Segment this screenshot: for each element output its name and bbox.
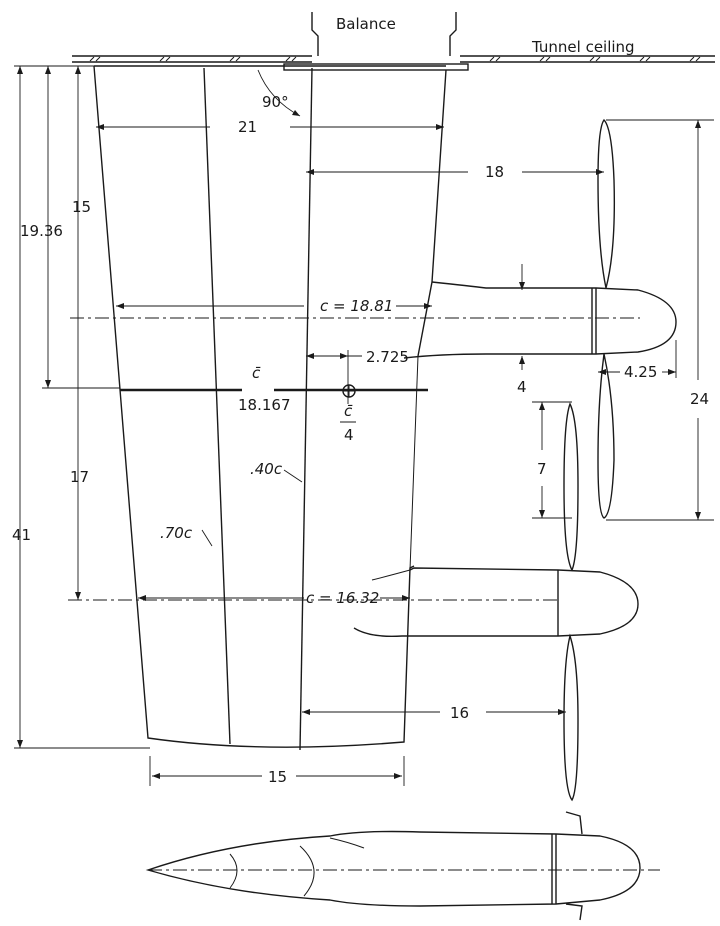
tunnel-ceiling [72, 55, 715, 63]
dim-15-upper-label: 15 [72, 198, 91, 216]
dim-19-36-label: 19.36 [20, 222, 63, 240]
dim-4-25-label: 4.25 [624, 363, 657, 381]
chord-outboard-label: c = 16.32 [306, 589, 379, 607]
inboard-nacelle [403, 281, 677, 359]
quarter-mac-denominator: 4 [344, 426, 354, 444]
balance: Balance [311, 12, 457, 56]
dimension-labels: 90° 21 18 15 19.36 c = 18.81 2.725 c̄ 18… [12, 93, 709, 786]
outboard-propeller [563, 402, 579, 802]
dim-15-lower-label: 15 [268, 768, 287, 786]
forty-percent-chord-line [299, 67, 313, 751]
span-21-label: 21 [238, 118, 257, 136]
angle-label: 90° [262, 93, 289, 111]
balance-label: Balance [336, 15, 396, 33]
quarter-mac-numerator: c̄ [344, 402, 353, 420]
mounting-plate [283, 63, 469, 71]
dim-18-label: 18 [485, 163, 504, 181]
dim-16-label: 16 [450, 704, 469, 722]
dim-4-label: 4 [517, 378, 527, 396]
forty-percent-chord-label: .40c [250, 460, 283, 478]
mac-value-label: 18.167 [238, 396, 291, 414]
seventy-percent-chord-label: .70c [160, 524, 193, 542]
outboard-nacelle [353, 567, 639, 638]
dim-41-label: 41 [12, 526, 31, 544]
mac-symbol-label: c̄ [252, 364, 261, 382]
dim-2-725-label: 2.725 [366, 348, 409, 366]
seventy-percent-chord-line [203, 67, 231, 745]
side-profile-nacelle [145, 811, 660, 921]
arrowheads [17, 66, 701, 779]
dim-7-label: 7 [537, 460, 547, 478]
dim-17-label: 17 [70, 468, 89, 486]
dimension-lines [14, 65, 714, 786]
inboard-propeller [597, 118, 616, 519]
dim-24-label: 24 [690, 390, 709, 408]
chord-root-label: c = 18.81 [320, 297, 393, 315]
tunnel-ceiling-label: Tunnel ceiling [531, 38, 635, 56]
